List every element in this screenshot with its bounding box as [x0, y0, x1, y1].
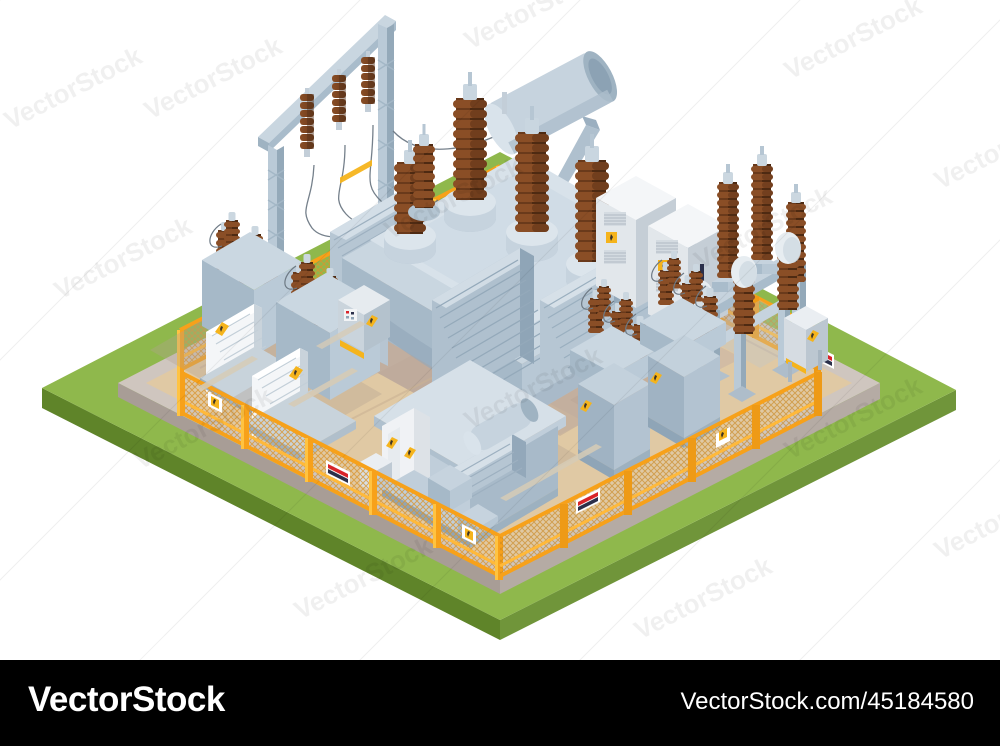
fence-plate-sign [208, 392, 222, 413]
stock-id-url: VectorStock.com/45184580 [680, 688, 974, 715]
watermark-footer-bar: VectorStock VectorStock.com/45184580 [0, 660, 1000, 746]
cable-trench-cover [196, 321, 602, 501]
fence-front-right [499, 370, 822, 578]
high-voltage-warning-icon [580, 400, 592, 412]
substation-illustration [42, 15, 956, 640]
high-voltage-warning-icon [807, 330, 819, 342]
high-voltage-warning-icon [215, 322, 229, 336]
high-voltage-warning-icon [606, 232, 617, 243]
marshalling-kiosk-left [338, 285, 390, 359]
brand-wordmark: VectorStock [28, 680, 225, 719]
fence-plate-sign [716, 427, 730, 448]
high-voltage-warning-icon [404, 447, 416, 459]
high-voltage-warning-icon [650, 372, 662, 384]
high-voltage-warning-icon [386, 437, 398, 449]
fence-warning-sign [576, 488, 600, 514]
roof-transformer [428, 398, 539, 544]
breaker-b-bushings [651, 251, 718, 331]
gantry-insulator-string [300, 51, 375, 157]
fence-plate-sign [462, 524, 476, 545]
fence-warning-sign [326, 460, 350, 486]
high-voltage-warning-icon [289, 366, 303, 380]
insulator-stack-tall [746, 146, 778, 274]
high-voltage-warning-icon [366, 315, 378, 327]
fence-front-left [177, 370, 503, 580]
marshalling-kiosk-right [784, 306, 828, 382]
circuit-breaker-b [640, 251, 726, 448]
